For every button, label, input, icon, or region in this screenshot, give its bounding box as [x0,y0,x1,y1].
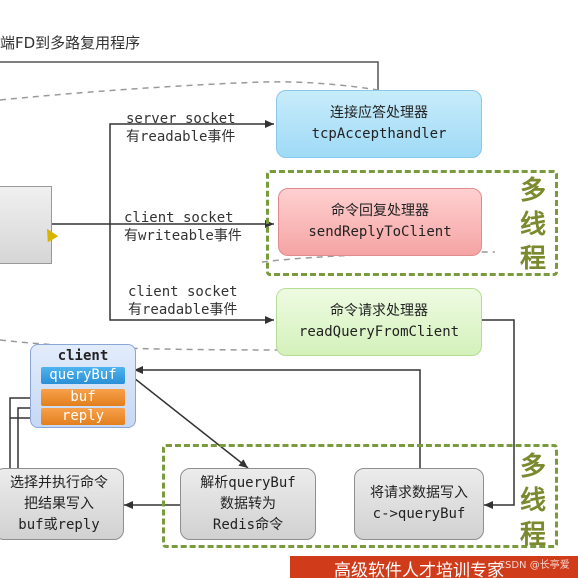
reply-field: reply [41,408,125,425]
query-handler-title: 命令请求处理器 [330,303,428,319]
dashed-curve-top [0,81,379,101]
reply-handler-code: sendReplyToClient [308,224,452,240]
multithread-label-bottom: 多线程 [519,452,546,550]
accept-handler-code: tcpAccepthandler [311,126,447,142]
multithread-group-bottom [162,444,558,548]
querybuf-field: queryBuf [41,367,125,384]
accept-handler-title: 连接应答处理器 [330,105,428,121]
branch-query [109,224,274,324]
query-handler-box: 命令请求处理器 readQueryFromClient [276,288,482,356]
top-feedback-line [0,61,379,90]
query-to-writer [482,319,515,509]
multithread-label-top: 多线程 [519,176,546,274]
watermark: CSDN @长亭爱 [498,560,570,571]
accept-handler-box: 连接应答处理器 tcpAccepthandler [276,90,482,158]
writer-to-querybuf [134,366,421,468]
bottom-banner: 高级软件人才培训专家 [290,556,578,578]
branch-accept [109,120,274,224]
query-handler-code: readQueryFromClient [298,324,460,340]
top-note: 端FD到多路复用程序 [0,34,141,52]
dispatcher-box [0,186,52,264]
buf-field: buf [41,389,125,406]
reply-handler-title: 命令回复处理器 [331,203,429,219]
reply-handler-box: 命令回复处理器 sendReplyToClient [278,188,482,256]
client-title: client [57,348,109,364]
multithread-group-top [266,170,558,276]
client-struct: client queryBuf buf reply [30,344,136,428]
querybuf-to-parser [133,377,249,469]
